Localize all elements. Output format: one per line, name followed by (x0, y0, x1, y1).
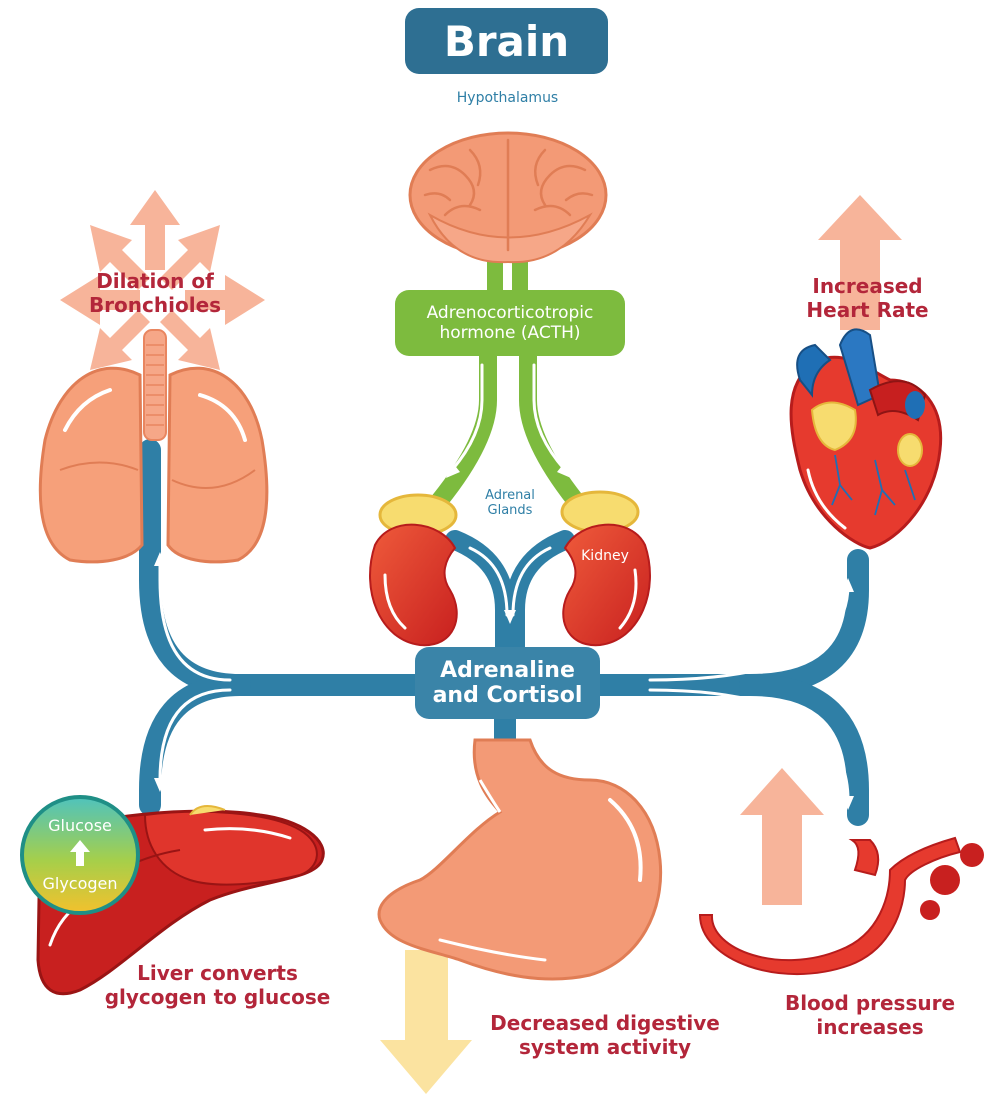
blood-pressure-up-arrow (740, 768, 824, 905)
bp-label-line1: Blood pressure (770, 992, 970, 1016)
heart-label-line2: Heart Rate (790, 299, 945, 323)
bp-label-line2: increases (770, 1016, 970, 1040)
title-box: Brain (405, 8, 608, 74)
brain-icon (410, 133, 606, 262)
page-title: Brain (444, 17, 569, 66)
glycogen-label: Glycogen (30, 875, 130, 894)
hypothalamus-label: Hypothalamus (410, 90, 605, 107)
blood-drop-icon (960, 843, 984, 867)
digest-label-line2: system activity (480, 1036, 730, 1060)
blood-pressure-effect-label: Blood pressure increases (770, 992, 970, 1039)
glucose-label: Glucose (30, 817, 130, 836)
hormones-label-line2: and Cortisol (433, 683, 583, 708)
left-kidney-icon (370, 495, 457, 645)
liver-effect-label: Liver converts glycogen to glucose (90, 962, 345, 1009)
acth-label-line1: Adrenocorticotropic (427, 303, 594, 323)
lungs-effect-label: Dilation of Bronchioles (70, 270, 240, 317)
liver-label-line1: Liver converts (90, 962, 345, 986)
digestion-down-arrow (380, 950, 472, 1094)
liver-label-line2: glycogen to glucose (90, 986, 345, 1010)
hormones-label-line1: Adrenaline (440, 658, 575, 683)
blood-vessel-icon (700, 768, 984, 974)
acth-label-line2: hormone (ACTH) (439, 323, 580, 343)
lungs-label-line2: Bronchioles (70, 294, 240, 318)
adrenal-label-line2: Glands (460, 503, 560, 518)
right-kidney-icon (562, 492, 650, 645)
digest-label-line1: Decreased digestive (480, 1012, 730, 1036)
heart-label-line1: Increased (790, 275, 945, 299)
adrenal-glands-label: Adrenal Glands (460, 488, 560, 519)
acth-box: Adrenocorticotropic hormone (ACTH) (395, 290, 625, 356)
heart-icon (791, 195, 941, 548)
lungs-label-line1: Dilation of (70, 270, 240, 294)
adrenal-label-line1: Adrenal (460, 488, 560, 503)
kidney-label: Kidney (570, 548, 640, 565)
blood-drop-icon (930, 865, 960, 895)
heart-effect-label: Increased Heart Rate (790, 275, 945, 322)
blood-drop-icon (920, 900, 940, 920)
hormones-box: Adrenaline and Cortisol (415, 647, 600, 719)
digestive-effect-label: Decreased digestive system activity (480, 1012, 730, 1059)
